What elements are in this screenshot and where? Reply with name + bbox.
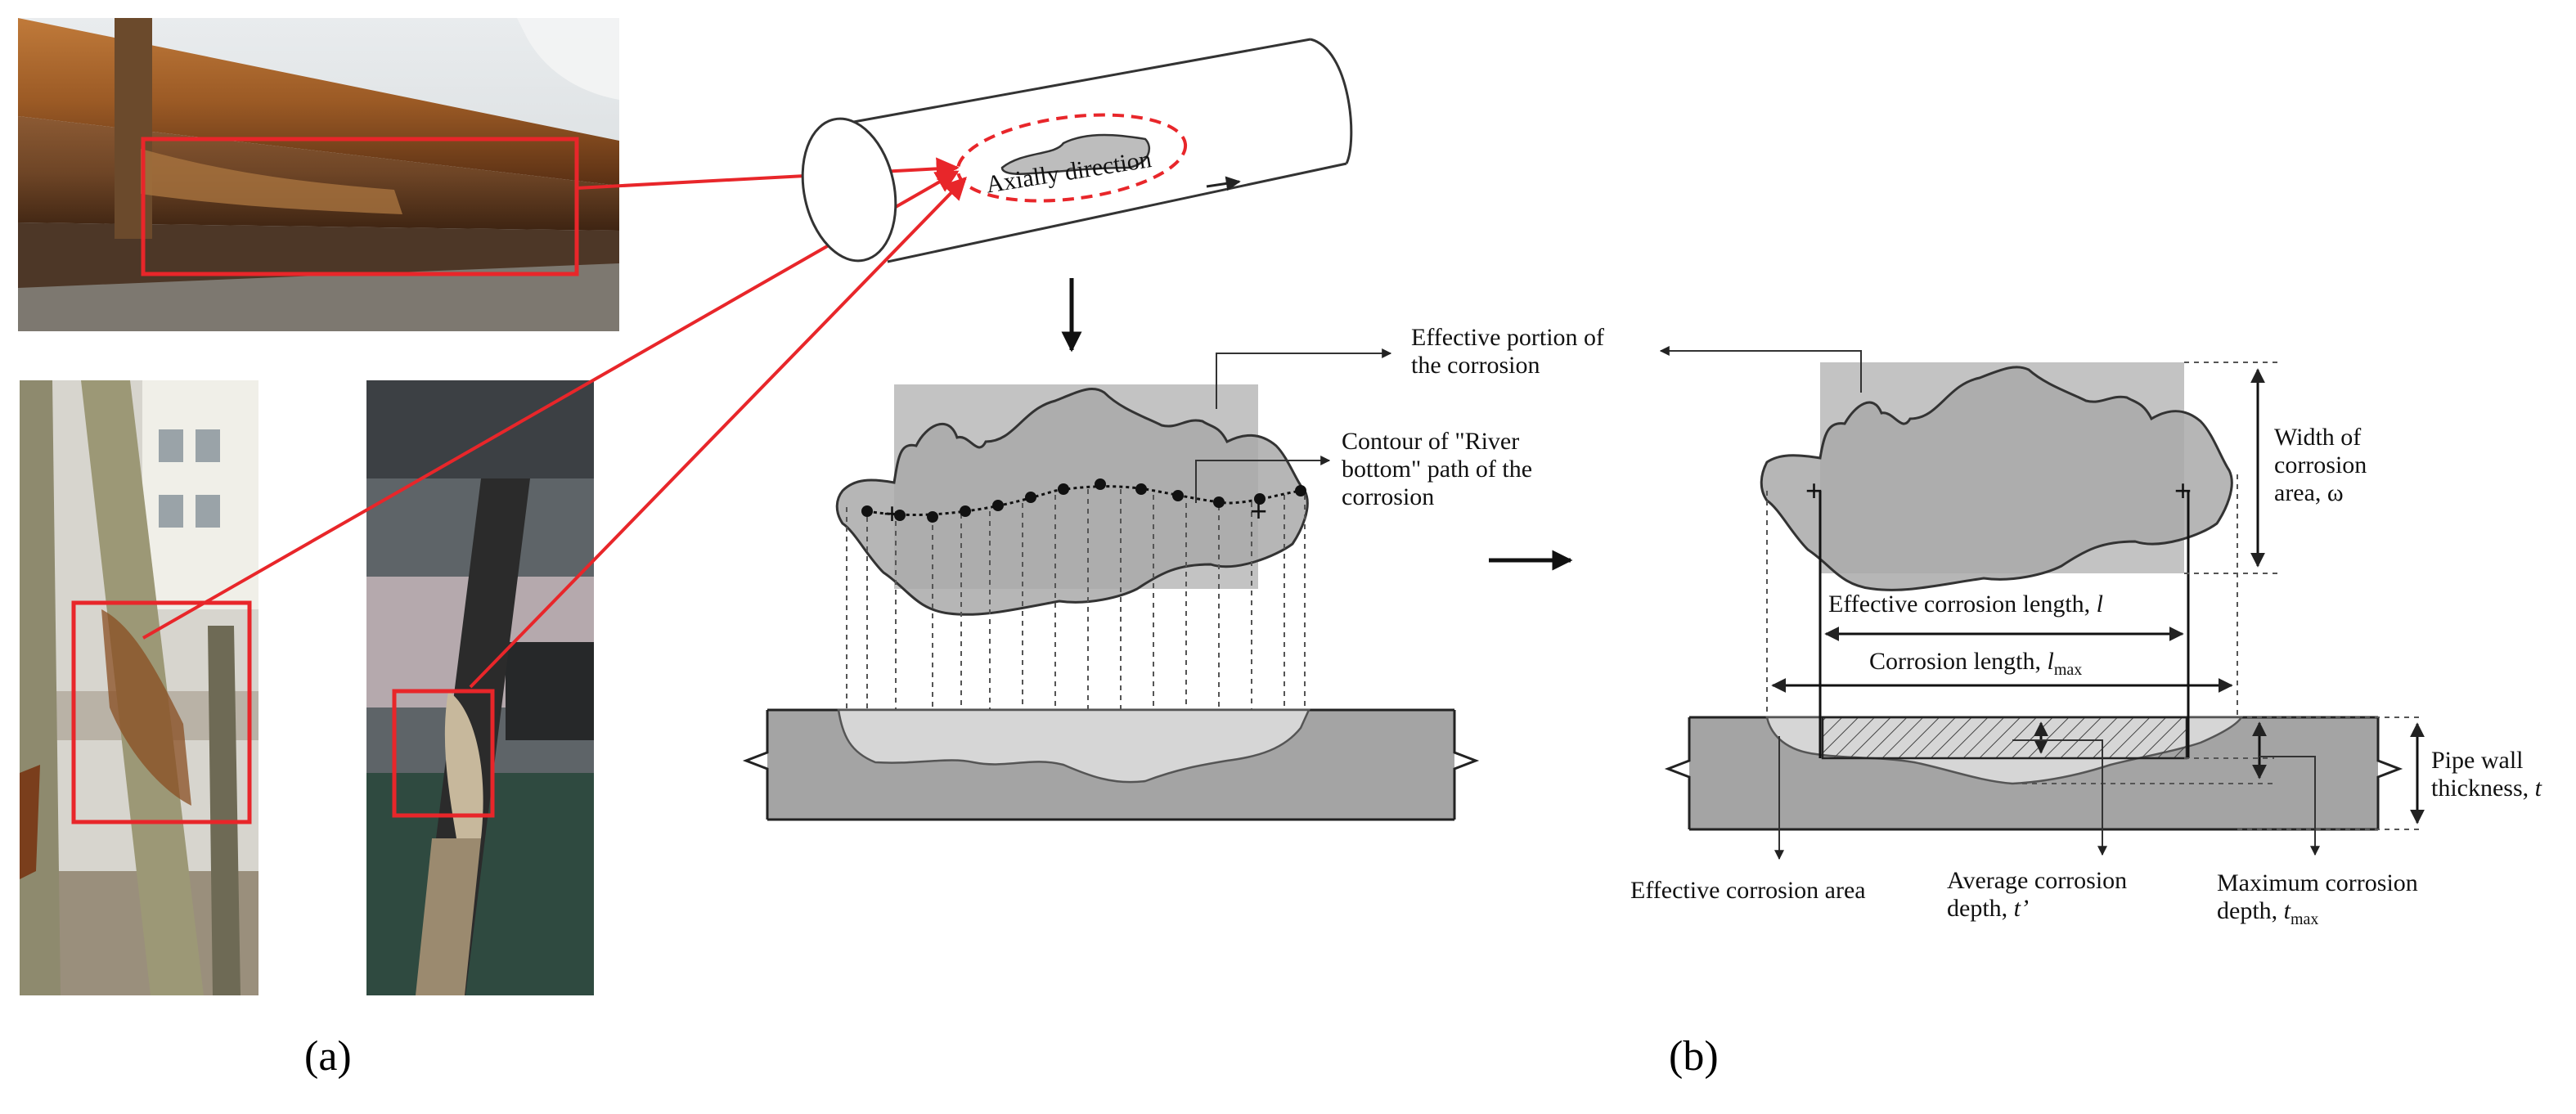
pipe-sketch (801, 38, 1353, 263)
corrosion-length-symbol: l (2047, 648, 2054, 675)
leader-avg-depth (2012, 739, 2107, 856)
effective-length-label: Effective corrosion length, l (1828, 591, 2103, 618)
contour-line-3: corrosion (1342, 483, 1435, 510)
middle-plus-right: + (1250, 494, 1267, 528)
middle-wall-corrosion (837, 708, 1310, 784)
middle-plus-left: + (883, 496, 901, 530)
max-depth-symbol: t (2283, 897, 2291, 924)
caption-a: (a) (304, 1033, 352, 1080)
max-depth-subscript: max (2291, 910, 2319, 928)
corroded-pile-photo-1 (20, 380, 258, 995)
avg-depth-symbol: t’ (2013, 895, 2029, 922)
connector-arrow-1 (576, 157, 960, 190)
effective-portion-line-1: Effective portion of (1411, 324, 1605, 351)
river-bottom-points (861, 478, 1306, 523)
middle-projection-lines (846, 489, 1306, 710)
pipe-wall-line-2: thickness, (2431, 775, 2535, 802)
dashed-highlight-ellipse (955, 113, 1188, 203)
pipe-wall-symbol: t (2534, 775, 2542, 802)
pipe-wall-line-1: Pipe wall (2431, 747, 2524, 774)
connector-arrow-2 (142, 170, 960, 640)
width-line-2: corrosion (2274, 451, 2367, 478)
effective-portion-label-middle: Effective portion of the corrosion (1411, 324, 1604, 380)
axial-direction-arrow (1206, 176, 1241, 191)
leader-right-effective-portion (1659, 346, 1862, 393)
width-line-1: Width of (2274, 424, 2362, 451)
highlight-box-pile-1 (71, 600, 252, 824)
corroded-horizontal-pipe-photo (18, 18, 619, 331)
connector-arrow-3 (469, 176, 967, 689)
effective-length-text: Effective corrosion length, (1828, 591, 2097, 618)
leader-effective-portion (1216, 348, 1392, 409)
effective-area-label: Effective corrosion area (1630, 877, 1866, 904)
width-line-3: area, ω (2274, 479, 2344, 506)
effective-length-symbol: l (2096, 591, 2104, 618)
max-depth-line-1: Maximum corrosion (2217, 869, 2418, 896)
corroded-pile-photo-2 (366, 380, 594, 995)
avg-depth-label: Average corrosion depth, t’ (1947, 867, 2127, 923)
caption-b: (b) (1669, 1033, 1719, 1080)
max-depth-label: Maximum corrosion depth, tmax (2217, 869, 2418, 933)
pipe-corrosion-patch (1000, 133, 1150, 175)
contour-line-2: bottom" path of the (1342, 456, 1533, 483)
corrosion-length-subscript: max (2053, 661, 2083, 679)
contour-label: Contour of "River bottom" path of the co… (1342, 428, 1532, 511)
right-plus-left: + (1805, 474, 1823, 507)
effective-portion-line-2: the corrosion (1411, 352, 1540, 379)
right-corrosion-contour (1760, 366, 2233, 591)
right-dashed-guides (1766, 362, 2421, 830)
effective-corrosion-area-hatch (1821, 716, 2188, 760)
corrosion-length-label: Corrosion length, lmax (1869, 648, 2082, 684)
contour-line-1: Contour of "River (1342, 428, 1520, 455)
highlight-box-pipe (141, 137, 579, 276)
pipe-wall-label: Pipe wall thickness, t (2431, 747, 2542, 802)
width-label: Width of corrosion area, ω (2274, 424, 2367, 507)
leader-max-depth (2259, 756, 2320, 856)
river-bottom-path (866, 485, 1301, 517)
avg-depth-line-1: Average corrosion (1947, 867, 2128, 894)
highlight-box-pile-2 (392, 689, 495, 818)
max-depth-line-2: depth, (2217, 897, 2284, 924)
leader-contour (1195, 456, 1331, 503)
avg-depth-line-2: depth, (1947, 895, 2014, 922)
corrosion-length-text: Corrosion length, (1869, 648, 2048, 675)
